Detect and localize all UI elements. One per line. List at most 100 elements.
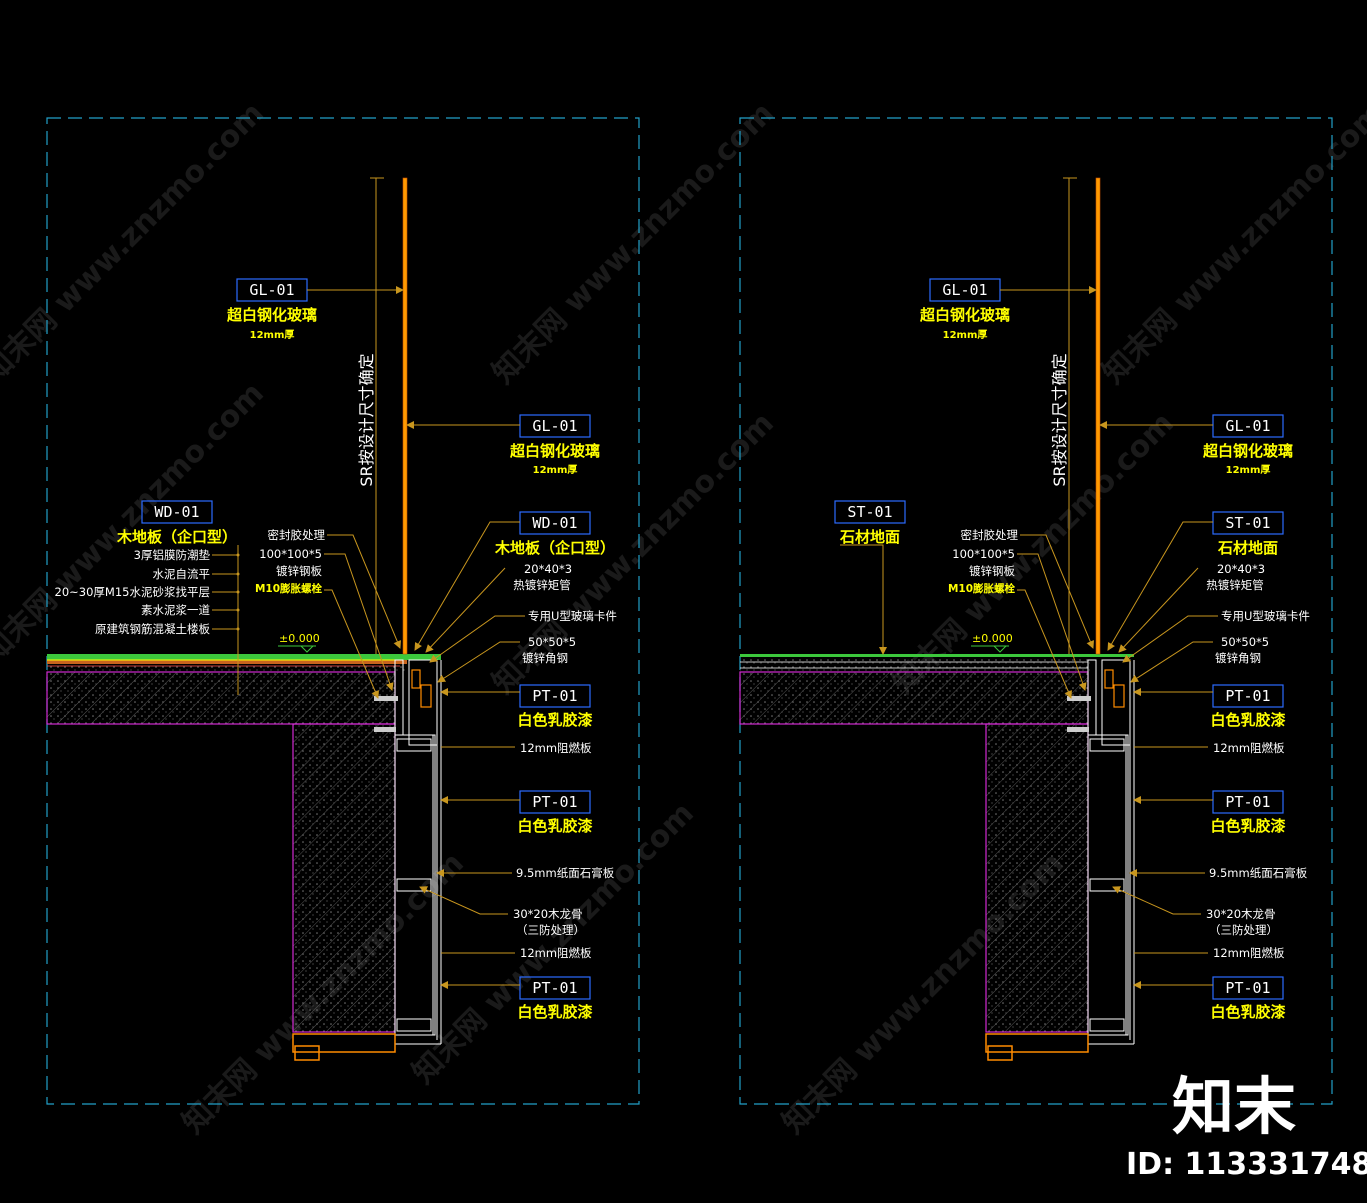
note-tube-size: 20*40*3 [1217,562,1265,576]
bottom-angle-foot [294,1045,320,1061]
note-clip: 专用U型玻璃卡件 [528,609,617,623]
callout-paint_1-title: 白色乳胶漆 [1210,711,1285,729]
watermark-layer: 知末网 www.znzmo.com 知末网 www.znzmo.com 知末网 ww… [0,96,1367,1141]
layer-note-1: 水泥自流平 [153,567,211,581]
level-mark: ±0.000 [279,632,320,645]
slab-outline [739,671,1089,725]
note-sealant: 密封胶处理 [961,528,1019,542]
callout-glass-mid-tag: GL-01 [532,417,577,435]
steel-plate [1067,727,1089,732]
floor-screed [47,664,407,672]
wood-keel [396,878,432,892]
watermark-text: 知末网 www.znzmo.com [0,96,271,391]
wall-lining [1087,734,1129,1036]
wood-keel [1089,1018,1125,1032]
note-keel: 30*20木龙骨 [1206,907,1276,921]
callout-paint_3-title: 白色乳胶漆 [1210,1003,1285,1021]
callout-glass-mid-box [1212,414,1284,438]
callout-floor-right-tag: ST-01 [1225,514,1270,532]
note-plate: 镀锌钢板 [969,564,1015,578]
callout-paint_2-box [519,790,591,814]
floor-finish-green [740,654,1134,657]
callout-paint_3-box [519,976,591,1000]
layer-leader-dot [236,553,240,557]
note-angle: 镀锌角钢 [522,651,568,665]
leader-sealant [1020,534,1095,649]
note-keel-treat: （三防处理） [516,923,585,937]
leader-bolt [1017,589,1072,699]
layer-leader-dot [236,627,240,631]
leader-clip [1122,615,1218,663]
wood-keel [1089,738,1125,752]
wall-outline [292,723,396,1033]
layer-note-0: 3厚铝膜防潮垫 [134,548,211,562]
bottom-angle [292,1033,396,1053]
callout-floor-right-box [1212,511,1284,535]
callout-paint_1-box [519,684,591,708]
glass-pane [1095,177,1101,655]
bottom-angle [985,1033,1089,1053]
wood-keel [396,1018,432,1032]
callout-paint_2-tag: PT-01 [1225,793,1270,811]
callout-floor-left-title: 石材地面 [839,528,900,546]
drawing-frame [739,117,1333,1105]
callout-paint_2-title: 白色乳胶漆 [517,817,592,835]
clip-part [420,684,432,708]
note-fireboard-1: 12mm阻燃板 [520,741,592,755]
note-gypsum: 9.5mm纸面石膏板 [1209,866,1308,880]
floor-layer-brown [47,660,407,664]
layer-leader-dot [236,590,240,594]
callout-glass-top-tag: GL-01 [249,281,294,299]
callout-floor-left-box [834,500,906,524]
callout-paint_3-tag: PT-01 [532,979,577,997]
steel-plate [1067,696,1091,701]
note-keel-treat: （三防处理） [1209,923,1278,937]
watermark-text: 知末网 www.znzmo.com [406,796,701,1091]
note-bolt: M10膨胀螺栓 [255,582,323,595]
layer-note-4: 原建筑钢筋混凝土楼板 [95,622,210,636]
logo-id: ID: 1133317480 [1126,1147,1367,1182]
watermark-text: 知末网 www.znzmo.com [486,96,781,391]
note-clip: 专用U型玻璃卡件 [1221,609,1310,623]
wall-outline [985,723,1089,1033]
layer-leader-dot [236,608,240,612]
callout-paint_3-title: 白色乳胶漆 [517,1003,592,1021]
leader-angle [1130,641,1213,683]
note-angle-size: 50*50*5 [1221,635,1269,649]
leader-plate [1017,553,1087,691]
callout-paint_1-tag: PT-01 [1225,687,1270,705]
note-tube: 热镀锌矩管 [1206,578,1264,592]
clip-part [1104,669,1114,689]
detail-panel-right: SR按设计尺寸确定±0.000GL-01超白钢化玻璃12mm厚GL-01超白钢化… [739,117,1333,1105]
callout-glass-mid-box [519,414,591,438]
leader-angle [437,641,520,683]
leader-bolt [324,589,379,699]
wall-lining [394,734,436,1036]
callout-floor-right-tag: WD-01 [532,514,577,532]
steel-plate [374,696,398,701]
note-tube-size: 20*40*3 [524,562,572,576]
level-triangle [992,645,1008,653]
callout-glass-top-sub: 12mm厚 [943,329,988,341]
callout-glass-mid-tag: GL-01 [1225,417,1270,435]
note-plate-size: 100*100*5 [952,547,1015,561]
layer-note-2: 20~30厚M15水泥砂浆找平层 [55,585,210,599]
callout-glass-mid-sub: 12mm厚 [533,464,578,476]
note-bolt: M10膨胀螺栓 [948,582,1016,595]
steel-plate [374,727,396,732]
callout-glass-top-sub: 12mm厚 [250,329,295,341]
callout-floor-right-box [519,511,591,535]
wood-keel [396,738,432,752]
detail-panel-left: SR按设计尺寸确定±0.000GL-01超白钢化玻璃12mm厚GL-01超白钢化… [46,117,640,1105]
leader-keel [1112,886,1201,915]
callout-floor-left-tag: ST-01 [847,503,892,521]
layer-leader-dot [236,572,240,576]
u-clip-frame [1101,659,1131,746]
callout-floor-right-title: 木地板（企口型） [494,539,615,557]
note-angle-size: 50*50*5 [528,635,576,649]
note-sealant: 密封胶处理 [268,528,326,542]
callout-paint_2-title: 白色乳胶漆 [1210,817,1285,835]
callout-floor-left-title: 木地板（企口型） [116,528,237,546]
callout-glass-top-title: 超白钢化玻璃 [226,306,317,324]
callout-glass-top-title: 超白钢化玻璃 [919,306,1010,324]
